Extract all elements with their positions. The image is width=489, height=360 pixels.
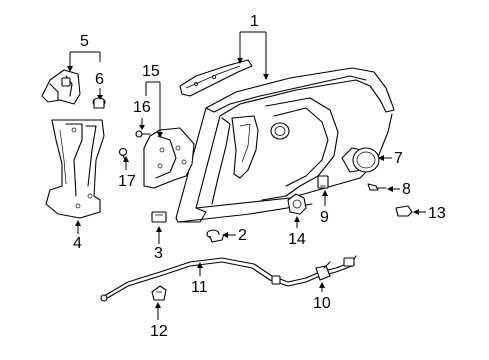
screw — [135, 130, 151, 138]
lock-pillar — [45, 119, 105, 219]
cable-clip — [315, 261, 331, 281]
callout-13: 13 — [428, 205, 446, 222]
callout-15: 15 — [142, 63, 160, 80]
clamp — [151, 285, 167, 301]
callout-3: 3 — [154, 245, 163, 262]
bracket — [41, 69, 81, 105]
callout-4: 4 — [73, 235, 82, 252]
callout-8: 8 — [402, 181, 411, 198]
housing — [287, 193, 307, 215]
callout-1: 1 — [250, 13, 259, 30]
clip — [92, 97, 106, 109]
callout-10: 10 — [313, 295, 331, 312]
callout-7: 7 — [394, 150, 403, 167]
callout-12: 12 — [150, 323, 168, 340]
cap — [395, 205, 413, 217]
grommet — [317, 175, 329, 189]
callout-9: 9 — [320, 209, 329, 226]
upper-rail — [179, 59, 253, 97]
callout-2: 2 — [238, 227, 247, 244]
callout-6: 6 — [95, 71, 104, 88]
leader-lines — [67, 31, 426, 320]
fuel-door — [341, 147, 380, 173]
pin — [206, 229, 225, 243]
callout-5: 5 — [80, 33, 89, 50]
callout-14: 14 — [288, 231, 306, 248]
bolt — [118, 147, 128, 161]
callout-17: 17 — [118, 173, 136, 190]
nut-clip — [151, 211, 167, 223]
bolt-8 — [367, 183, 387, 191]
inner-panel — [143, 127, 195, 189]
callout-16: 16 — [133, 99, 151, 116]
quarter-panel — [175, 67, 395, 223]
callout-11: 11 — [191, 279, 208, 296]
